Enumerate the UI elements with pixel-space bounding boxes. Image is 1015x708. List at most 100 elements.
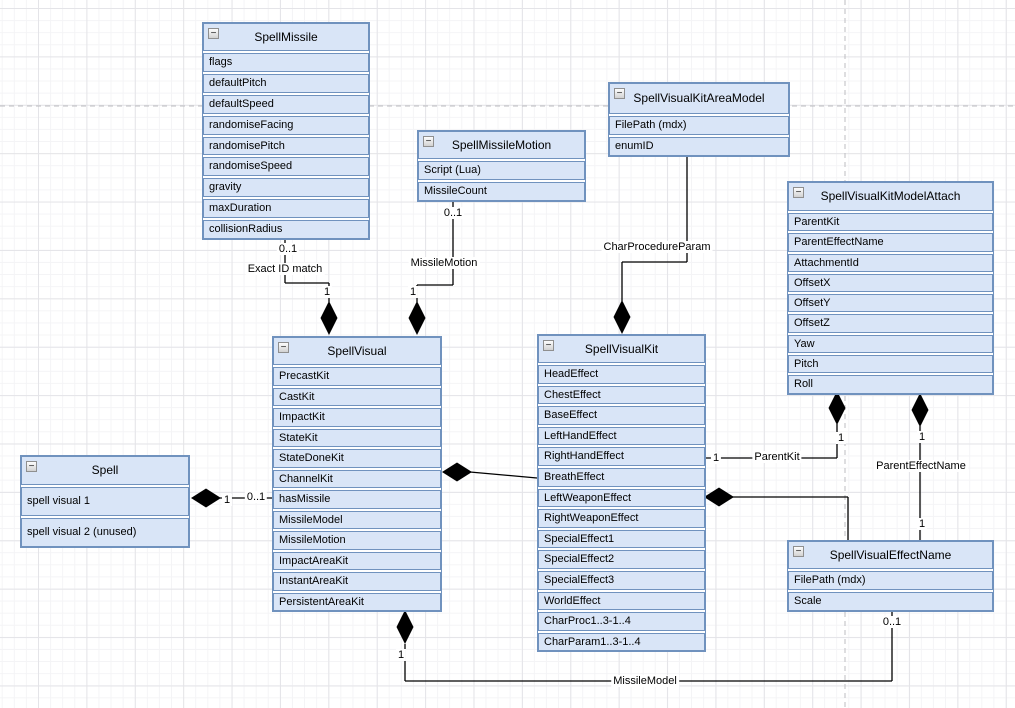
composition-diamond-spellvisualkit-to-effectname[interactable] [704, 487, 734, 507]
composition-diamond-spellvisualkit-to-modelattach-parentkit[interactable] [828, 391, 846, 425]
attribute-row[interactable]: gravity [203, 178, 369, 198]
class-header: −SpellVisualKitModelAttach [788, 182, 993, 211]
connector-label: 1 [395, 649, 407, 661]
attribute-row[interactable]: LeftHandEffect [538, 426, 705, 446]
minus-icon: − [280, 342, 287, 353]
attribute-row[interactable]: CharParam1..3-1..4 [538, 632, 705, 652]
collapse-button[interactable]: − [208, 28, 219, 39]
attribute-row[interactable]: spell visual 2 (unused) [21, 518, 189, 547]
composition-diamond-areamodel-to-spellvisualkit[interactable] [613, 300, 631, 334]
composition-diamond-spellvisual-to-effectname-missilemodel[interactable] [396, 610, 414, 644]
attribute-row[interactable]: RightWeaponEffect [538, 509, 705, 528]
attribute-row[interactable]: enumID [609, 137, 789, 156]
attribute-row[interactable]: hasMissile [273, 490, 441, 509]
attribute-row[interactable]: MissileModel [273, 510, 441, 529]
connector-segment-spellvisual-to-spellvisualkit[interactable] [469, 471, 538, 479]
connector-label: 1 [221, 494, 233, 506]
class-header: −SpellVisual [273, 337, 441, 365]
attribute-row[interactable]: WorldEffect [538, 591, 705, 611]
collapse-button[interactable]: − [614, 88, 625, 99]
attribute-row[interactable]: ImpactKit [273, 408, 441, 427]
composition-diamond-modelattach-to-effectname-parenteffectname[interactable] [911, 393, 929, 427]
attribute-row[interactable]: FilePath (mdx) [609, 116, 789, 135]
attribute-row[interactable]: randomisePitch [203, 136, 369, 156]
attribute-row[interactable]: Yaw [788, 334, 993, 354]
attribute-row[interactable]: defaultSpeed [203, 94, 369, 114]
connector-label: 0..1 [880, 616, 904, 628]
attribute-row[interactable]: randomiseSpeed [203, 157, 369, 177]
attribute-row[interactable]: Roll [788, 375, 993, 394]
attribute-row[interactable]: ChannelKit [273, 469, 441, 488]
composition-diamond-spellvisual-to-spellvisualkit[interactable] [442, 462, 472, 482]
attribute-row[interactable]: SpecialEffect1 [538, 529, 705, 549]
collapse-button[interactable]: − [423, 136, 434, 147]
attribute-row[interactable]: StateDoneKit [273, 449, 441, 468]
attribute-row[interactable]: HeadEffect [538, 365, 705, 384]
attribute-row[interactable]: OffsetX [788, 273, 993, 293]
attribute-row[interactable]: AttachmentId [788, 253, 993, 272]
collapse-button[interactable]: − [278, 342, 289, 353]
attribute-row[interactable]: BreathEffect [538, 467, 705, 487]
collapse-button[interactable]: − [793, 546, 804, 557]
attribute-row[interactable]: LeftWeaponEffect [538, 488, 705, 508]
connector-label: Exact ID match [245, 263, 325, 275]
attribute-row[interactable]: FilePath (mdx) [788, 571, 993, 590]
attribute-row[interactable]: RightHandEffect [538, 447, 705, 466]
class-title: Spell [91, 463, 119, 477]
attribute-row[interactable]: maxDuration [203, 199, 369, 219]
collapse-button[interactable]: − [543, 340, 554, 351]
composition-diamond-spell-to-spellvisual[interactable] [191, 488, 221, 508]
connector-label: MissileMotion [408, 257, 480, 269]
attribute-row[interactable]: InstantAreaKit [273, 572, 441, 591]
attribute-row[interactable]: CastKit [273, 387, 441, 406]
attribute-row[interactable]: BaseEffect [538, 406, 705, 425]
attribute-row[interactable]: MissileMotion [273, 531, 441, 550]
attribute-row[interactable]: StateKit [273, 428, 441, 447]
class-title: SpellMissileMotion [451, 138, 552, 152]
attribute-row[interactable]: ParentEffectName [788, 233, 993, 252]
collapse-button[interactable]: − [793, 187, 804, 198]
attribute-row[interactable]: OffsetZ [788, 314, 993, 333]
attribute-row[interactable]: CharProc1..3-1..4 [538, 612, 705, 631]
attribute-row[interactable]: ChestEffect [538, 385, 705, 405]
minus-icon: − [210, 28, 217, 39]
attribute-row[interactable]: SpecialEffect3 [538, 570, 705, 590]
attribute-row[interactable]: ParentKit [788, 213, 993, 232]
attribute-row[interactable]: Scale [788, 592, 993, 611]
attribute-row[interactable]: ImpactAreaKit [273, 551, 441, 570]
class-title: SpellMissile [254, 30, 318, 44]
attribute-row[interactable]: flags [203, 53, 369, 72]
attribute-row[interactable]: spell visual 1 [21, 487, 189, 516]
connector-label: 1 [916, 431, 928, 443]
collapse-button[interactable]: − [26, 461, 37, 472]
class-header: − SpellMissile [203, 23, 369, 51]
minus-icon: − [28, 461, 35, 472]
attribute-row[interactable]: collisionRadius [203, 220, 369, 240]
attribute-row[interactable]: defaultPitch [203, 73, 369, 93]
attribute-row[interactable]: randomiseFacing [203, 115, 369, 135]
attribute-row[interactable]: OffsetY [788, 294, 993, 313]
composition-diamond-spellmissilemotion-to-spellvisual[interactable] [408, 301, 426, 335]
attribute-row[interactable]: PrecastKit [273, 367, 441, 386]
attribute-row[interactable]: Pitch [788, 355, 993, 374]
class-title: SpellVisualKit [584, 342, 659, 356]
attribute-row[interactable]: Script (Lua) [418, 161, 585, 180]
minus-icon: − [425, 136, 432, 147]
attribute-row[interactable]: MissileCount [418, 182, 585, 201]
composition-diamond-spellmissile-to-spellvisual[interactable] [320, 301, 338, 335]
minus-icon: − [795, 187, 802, 198]
connector-label: 1 [407, 286, 419, 298]
connector-label: 1 [835, 432, 847, 444]
attribute-row[interactable]: SpecialEffect2 [538, 550, 705, 569]
attribute-row[interactable]: PersistentAreaKit [273, 592, 441, 611]
